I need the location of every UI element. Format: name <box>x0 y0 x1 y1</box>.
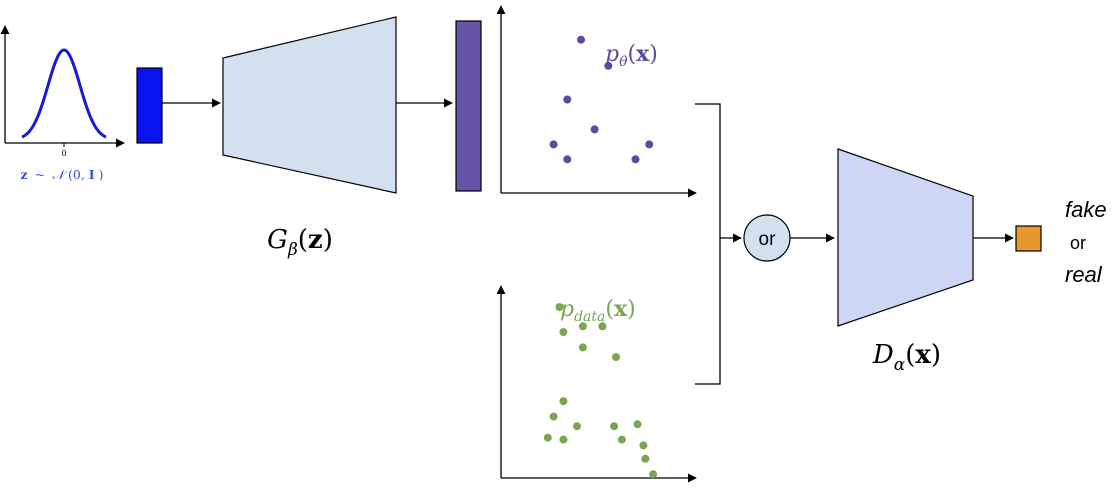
generator-network <box>222 16 397 194</box>
generated-point <box>645 140 654 149</box>
generated-label-var: x <box>636 41 650 67</box>
real-distribution-plot: pdata(x) <box>496 285 697 483</box>
real-point <box>555 303 564 312</box>
real-point <box>559 397 568 406</box>
gaussian-curve <box>21 48 107 139</box>
generator-label-close: ) <box>323 225 333 255</box>
real-point <box>610 422 619 431</box>
prior-zero-tick-label: 0 <box>61 149 66 158</box>
generated-label-open: ( <box>628 42 637 67</box>
generated-label-close: ) <box>649 42 658 67</box>
generator-label: Gβ(z) <box>267 225 333 260</box>
output-label-fake: fake <box>1065 197 1107 222</box>
prior-caption: z ~ 𝒩 (0, I ) <box>20 167 103 182</box>
generated-point <box>590 125 599 134</box>
generator-label-sub: β <box>287 240 298 260</box>
generated-point <box>604 61 613 70</box>
generated-distribution-label: pθ(x) <box>605 41 658 70</box>
prior-caption-dist: 𝒩 <box>52 167 68 182</box>
output-label-real: real <box>1065 262 1103 287</box>
discriminator-label-main: D <box>872 340 894 370</box>
real-point <box>641 454 650 463</box>
real-point <box>543 433 552 442</box>
real-point <box>649 470 658 479</box>
discriminator-label-open: ( <box>905 340 915 370</box>
generated-points <box>549 35 654 164</box>
prior-caption-identity: I <box>89 167 95 182</box>
prior-caption-tilde: ~ <box>35 167 45 182</box>
real-distribution-label: pdata(x) <box>560 296 636 325</box>
generator-label-open: ( <box>298 225 308 255</box>
real-point <box>559 328 568 337</box>
real-point <box>578 322 587 331</box>
merge-bracket <box>695 103 721 385</box>
discriminator-network <box>837 148 974 327</box>
real-point <box>559 435 568 444</box>
real-point <box>578 343 587 352</box>
discriminator-label-var: x <box>915 340 931 370</box>
generated-point <box>563 155 572 164</box>
latent-vector-block <box>136 67 163 144</box>
real-point <box>549 412 558 421</box>
real-point <box>612 353 620 361</box>
generated-sample-block <box>455 20 482 192</box>
real-label-var: x <box>614 296 628 322</box>
generated-point <box>563 95 572 104</box>
real-label-open: ( <box>605 297 614 322</box>
generated-label-sub: θ <box>619 54 628 70</box>
real-point <box>573 422 581 431</box>
discriminator-label-close: ) <box>931 340 941 370</box>
prior-distribution-plot: 0 z ~ 𝒩 (0, I ) <box>0 25 125 182</box>
real-point <box>598 322 607 331</box>
real-point <box>639 441 648 450</box>
real-points <box>543 303 658 479</box>
generated-point <box>577 35 585 44</box>
output-label-or: or <box>1070 233 1086 253</box>
or-node-label: or <box>759 229 777 250</box>
discriminator-label: Dα(x) <box>872 340 941 375</box>
generator-label-var: z <box>308 225 323 255</box>
generated-point <box>549 140 558 149</box>
generated-point <box>631 155 640 164</box>
output-block <box>1015 225 1042 252</box>
real-label-main: p <box>560 297 574 322</box>
prior-caption-args-open: (0, <box>68 167 89 182</box>
real-point <box>633 420 642 429</box>
discriminator-label-sub: α <box>894 355 906 375</box>
generated-distribution-plot: pθ(x) <box>496 5 697 198</box>
generated-label-main: p <box>605 42 619 67</box>
real-label-close: ) <box>627 297 636 322</box>
prior-caption-var: z <box>20 167 27 182</box>
real-point <box>617 435 626 444</box>
generator-label-main: G <box>267 225 288 255</box>
prior-caption-args-close: ) <box>99 167 104 182</box>
real-label-sub: data <box>574 309 605 325</box>
